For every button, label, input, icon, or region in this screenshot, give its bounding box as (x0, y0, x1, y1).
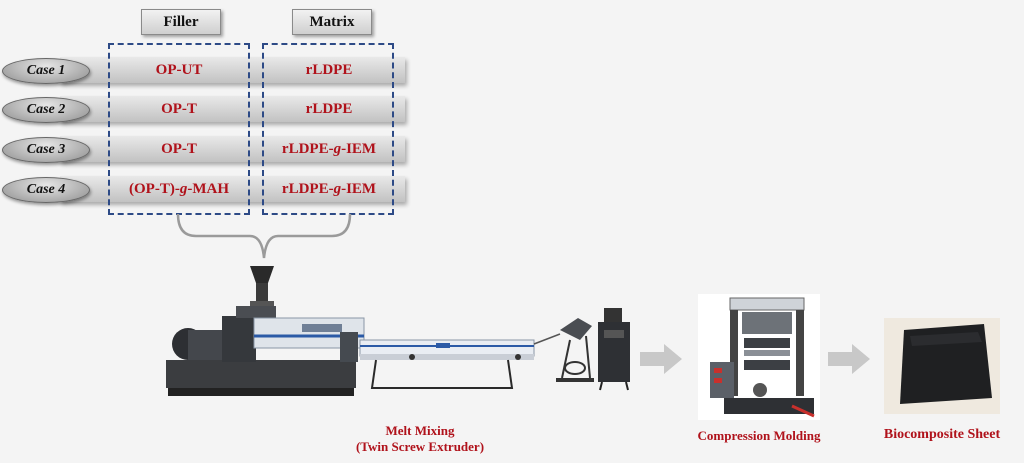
case-2-label: Case 2 (2, 97, 90, 123)
grouping-brace (176, 213, 352, 259)
case-2-matrix: rLDPE (305, 101, 353, 117)
case-row-2-bar (60, 96, 405, 122)
matrix-header: Matrix (292, 9, 372, 35)
case-row-3-bar (60, 136, 405, 162)
biocomposite-sheet-icon (884, 318, 1000, 414)
pelletizer-icon (556, 318, 594, 382)
twin-screw-extruder-icon (166, 306, 365, 396)
case-1-label: Case 1 (2, 58, 90, 84)
melt-mixing-sublabel: (Twin Screw Extruder) (355, 439, 485, 454)
filler-header: Filler (141, 9, 221, 35)
arrow-to-product-icon (828, 344, 870, 374)
case-row-4-bar (60, 176, 405, 202)
case-4-filler: (OP-T)-g-MAH (129, 181, 229, 197)
arrow-to-compression-icon (640, 344, 682, 374)
case-1-matrix: rLDPE (305, 62, 353, 78)
case-3-label: Case 3 (2, 137, 90, 163)
cutter-cabinet-icon (598, 308, 630, 391)
case-4-matrix: rLDPE-g-IEM (281, 181, 377, 197)
case-2-filler: OP-T (161, 101, 197, 117)
case-3-filler: OP-T (161, 141, 197, 157)
compression-press-icon (698, 294, 820, 420)
case-3-matrix: rLDPE-g-IEM (281, 141, 377, 157)
case-1-filler: OP-UT (155, 62, 203, 78)
biocomposite-sheet-label: Biocomposite Sheet (883, 427, 1001, 442)
cooling-bath-icon (359, 333, 561, 389)
compression-molding-label: Compression Molding (697, 428, 821, 443)
case-4-label: Case 4 (2, 177, 90, 203)
melt-mixing-label: Melt Mixing (385, 423, 455, 438)
matrix-group-box (262, 43, 394, 215)
case-row-1-bar (60, 57, 405, 83)
hopper-icon (250, 266, 274, 311)
